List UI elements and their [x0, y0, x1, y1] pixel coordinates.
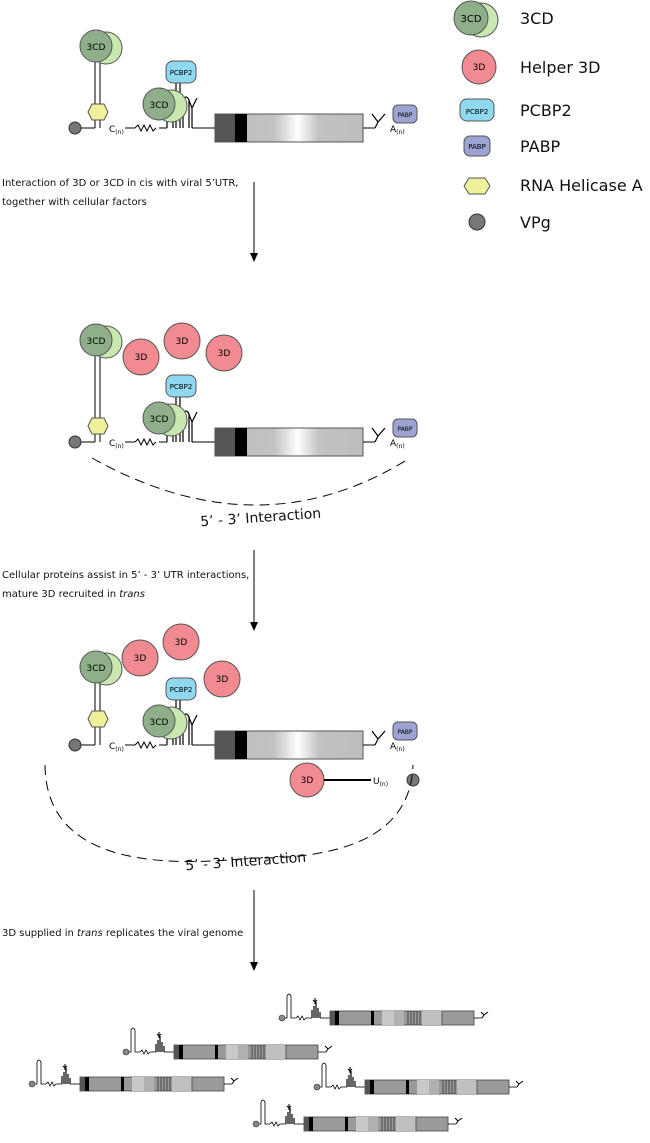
c-tract-label: C(n) — [109, 125, 124, 136]
helper-3d-icon — [162, 623, 200, 661]
c-tract-label: C(n) — [109, 439, 124, 450]
helper-3d-label: 3D — [175, 638, 188, 648]
panel-3: 3CD 3CD PCBP2 3D 3D 3D C(n) PABP A(n) 3D… — [68, 623, 420, 798]
legend-symbol-pcbp2: PCBP2 — [466, 108, 489, 116]
mature-3d-label: 3D — [301, 776, 314, 786]
panel-2: 3CD 3CD PCBP2 3D 3D 3D C(n) PABP A(n) — [68, 322, 418, 457]
legend-label-3cd: 3CD — [520, 9, 554, 28]
step-3-caption-line1: 3D supplied in trans replicates the vira… — [2, 928, 243, 939]
u-tract-label: U(n) — [373, 777, 388, 788]
protein-3cd-label: 3CD — [150, 101, 169, 111]
step-1-caption-line2: together with cellular factors — [2, 197, 147, 208]
step-1-caption: Interaction of 3D or 3CD in cis with vir… — [2, 178, 238, 208]
helper-3d-label: 3D — [176, 337, 189, 347]
arrow-down-icon — [250, 182, 258, 262]
legend-label-helper-3d: Helper 3D — [520, 58, 600, 77]
rna-helicase-icon — [87, 710, 109, 728]
circle-red-icon — [461, 49, 497, 85]
helper-3d-icon — [121, 639, 159, 677]
step-1-caption-line1: Interaction of 3D or 3CD in cis with vir… — [2, 178, 238, 189]
mini-genome — [278, 993, 489, 1026]
rna-helicase-icon — [87, 417, 109, 435]
rounded-square-blue-icon — [459, 98, 495, 122]
protein-3cd-label: 3CD — [87, 337, 106, 347]
mini-genome — [313, 1062, 524, 1095]
step-2-caption-line2: mature 3D recruited in trans — [2, 589, 145, 600]
interaction-arc — [44, 764, 414, 862]
pabp-icon — [392, 418, 418, 438]
pcbp2-label: PCBP2 — [170, 383, 193, 391]
interaction-arc — [91, 457, 411, 506]
legend-item-3cd: 3CD 3CD — [453, 0, 554, 38]
progeny-genomes — [28, 993, 524, 1132]
a-tail-label: A(n) — [390, 439, 405, 450]
pcbp2-icon — [165, 60, 197, 84]
protein-3cd-label: 3CD — [87, 664, 106, 674]
arrow-down-icon — [250, 550, 258, 631]
pabp-label: PABP — [397, 112, 412, 119]
a-tail-label: A(n) — [390, 125, 405, 136]
legend-item-vpg: VPg — [468, 213, 551, 232]
protein-3cd-label: 3CD — [87, 43, 106, 53]
protein-3cd-label: 3CD — [150, 718, 169, 728]
helper-3d-label: 3D — [135, 353, 148, 363]
pabp-icon — [392, 721, 418, 741]
pcbp2-label: PCBP2 — [170, 69, 193, 77]
legend-item-rna-helicase: RNA Helicase A — [463, 176, 643, 195]
step-3-caption: 3D supplied in trans replicates the vira… — [2, 928, 243, 939]
helper-3d-label: 3D — [134, 654, 147, 664]
vpg-icon — [68, 738, 82, 752]
legend-label-pabp: PABP — [520, 137, 561, 156]
vpg-icon — [68, 121, 82, 135]
interaction-label: 5’ - 3’ Interaction — [185, 850, 307, 874]
arrow-down-icon — [250, 890, 258, 971]
step-2-caption: Cellular proteins assist in 5’ - 3’ UTR … — [2, 570, 249, 600]
helper-3d-label: 3D — [218, 349, 231, 359]
c-tract-label: C(n) — [109, 742, 124, 753]
mini-genome — [122, 1027, 333, 1060]
rounded-square-purple-icon — [463, 135, 491, 157]
hexagon-yellow-icon — [463, 177, 491, 195]
legend-symbol-3cd: 3CD — [460, 14, 481, 25]
legend-symbol-3d: 3D — [473, 63, 486, 73]
pabp-label: PABP — [397, 426, 412, 433]
legend-item-pcbp2: PCBP2 PCBP2 — [459, 98, 572, 122]
vpg-icon — [68, 435, 82, 449]
legend-symbol-pabp: PABP — [468, 143, 486, 151]
panel-1: 3CD 3CD PCBP2 C(n) PABP A(n) — [68, 29, 418, 143]
rna-helicase-icon — [87, 103, 109, 121]
pcbp2-label: PCBP2 — [170, 686, 193, 694]
pcbp2-icon — [165, 374, 197, 398]
vpg-icon — [406, 773, 420, 787]
helper-3d-icon — [205, 334, 243, 372]
legend: 3CD 3CD 3D Helper 3D PCBP2 PCBP2 PABP PA… — [453, 0, 643, 232]
pcbp2-icon — [165, 677, 197, 701]
legend-label-vpg: VPg — [520, 213, 551, 232]
helper-3d-icon — [122, 338, 160, 376]
helper-3d-icon — [163, 322, 201, 360]
mini-genome — [28, 1059, 239, 1092]
legend-item-helper-3d: 3D Helper 3D — [461, 49, 600, 85]
interaction-label: 5’ - 3’ Interaction — [200, 506, 322, 530]
pabp-label: PABP — [397, 729, 412, 736]
legend-label-pcbp2: PCBP2 — [520, 101, 572, 120]
helper-3d-icon — [203, 660, 241, 698]
protein-3cd-label: 3CD — [150, 415, 169, 425]
a-tail-label: A(n) — [390, 742, 405, 753]
legend-item-pabp: PABP PABP — [463, 135, 561, 157]
helper-3d-label: 3D — [216, 675, 229, 685]
pabp-icon — [392, 104, 418, 124]
step-2-caption-line1: Cellular proteins assist in 5’ - 3’ UTR … — [2, 570, 249, 581]
legend-label-rna-helicase: RNA Helicase A — [520, 176, 643, 195]
mini-genome — [252, 1099, 463, 1132]
circle-grey-icon — [468, 213, 486, 231]
